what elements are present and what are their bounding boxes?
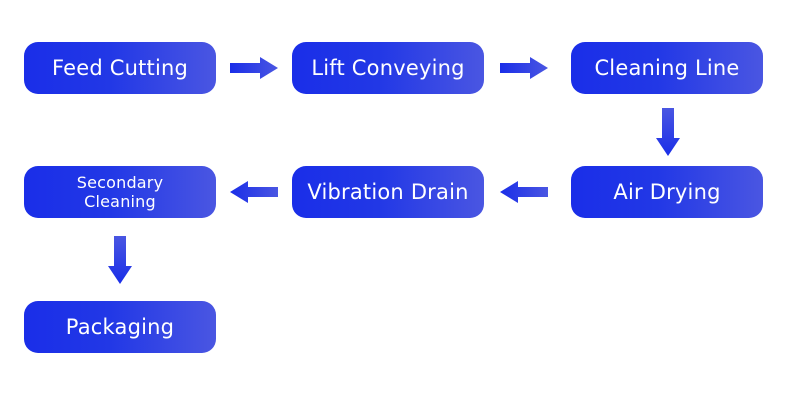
step-label: Feed Cutting bbox=[51, 56, 189, 80]
step-label: Air Drying bbox=[613, 180, 721, 204]
arrow-left-icon bbox=[500, 181, 548, 203]
step-label-line1: Secondary bbox=[76, 173, 164, 192]
arrow-down-icon bbox=[656, 108, 680, 156]
step-packaging: Packaging bbox=[24, 301, 216, 353]
step-secondary-cleaning: Secondary Cleaning bbox=[24, 166, 216, 218]
step-label-line2: Cleaning bbox=[84, 192, 156, 211]
arrow-down-icon bbox=[108, 236, 132, 284]
step-label: Lift Conveying bbox=[311, 56, 465, 80]
step-label: Cleaning Line bbox=[594, 56, 740, 80]
step-air-drying: Air Drying bbox=[571, 166, 763, 218]
step-cleaning-line: Cleaning Line bbox=[571, 42, 763, 94]
step-vibration-drain: Vibration Drain bbox=[292, 166, 484, 218]
arrow-right-icon bbox=[230, 57, 278, 79]
step-feed-cutting: Feed Cutting bbox=[24, 42, 216, 94]
step-lift-conveying: Lift Conveying bbox=[292, 42, 484, 94]
step-label: Packaging bbox=[65, 315, 175, 339]
arrow-right-icon bbox=[500, 57, 548, 79]
step-label: Vibration Drain bbox=[307, 180, 469, 204]
arrow-left-icon bbox=[230, 181, 278, 203]
